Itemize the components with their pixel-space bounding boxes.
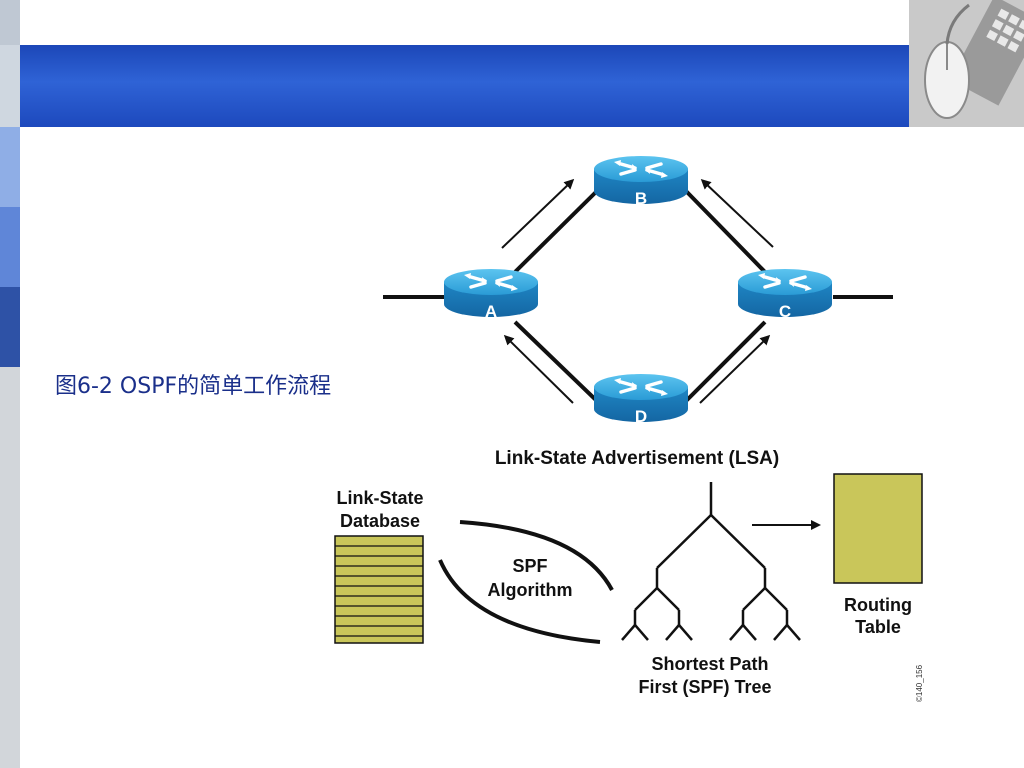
network-links <box>383 188 893 404</box>
router-a: A <box>442 267 540 321</box>
routing-table-icon <box>833 473 923 584</box>
link-b-c <box>683 188 767 274</box>
figure-caption: 图6-2 OSPF的简单工作流程 <box>55 374 332 399</box>
link-a-d <box>513 320 600 404</box>
router-b: B <box>592 154 690 208</box>
database-label-line1: Link-State <box>336 488 423 508</box>
algorithm-label-line2: Algorithm <box>488 580 573 600</box>
tree-label-line2: First (SPF) Tree <box>638 677 771 697</box>
routing-table-label-line1: Routing <box>844 595 912 615</box>
router-c: C <box>736 267 834 321</box>
arrow-a-to-b <box>501 178 575 249</box>
router-b-label: B <box>635 189 647 208</box>
algorithm-label-line1: SPF <box>512 556 547 576</box>
arrow-d-to-c <box>699 334 771 404</box>
link-a-b <box>513 188 600 274</box>
left-decor-strip <box>0 0 20 768</box>
spf-tree <box>621 482 801 641</box>
database-label-line2: Database <box>340 511 420 531</box>
header-banner <box>20 45 910 127</box>
arrow-c-to-b <box>700 178 774 248</box>
router-d-label: D <box>635 407 647 426</box>
link-d-c <box>683 320 767 404</box>
router-d: D <box>592 372 690 426</box>
arrow-d-to-a <box>503 334 574 404</box>
router-c-label: C <box>779 302 791 321</box>
tree-label-line1: Shortest Path <box>651 654 768 674</box>
figure-code: ©140_156 <box>915 664 924 702</box>
lsa-flood-arrows <box>501 178 774 404</box>
routing-table-label-line2: Table <box>855 617 901 637</box>
router-a-label: A <box>485 302 497 321</box>
spf-algorithm-curves <box>438 520 614 644</box>
database-icon <box>334 535 424 644</box>
lsa-label: Link-State Advertisement (LSA) <box>495 448 779 469</box>
keyboard-mouse-image <box>909 0 1024 127</box>
